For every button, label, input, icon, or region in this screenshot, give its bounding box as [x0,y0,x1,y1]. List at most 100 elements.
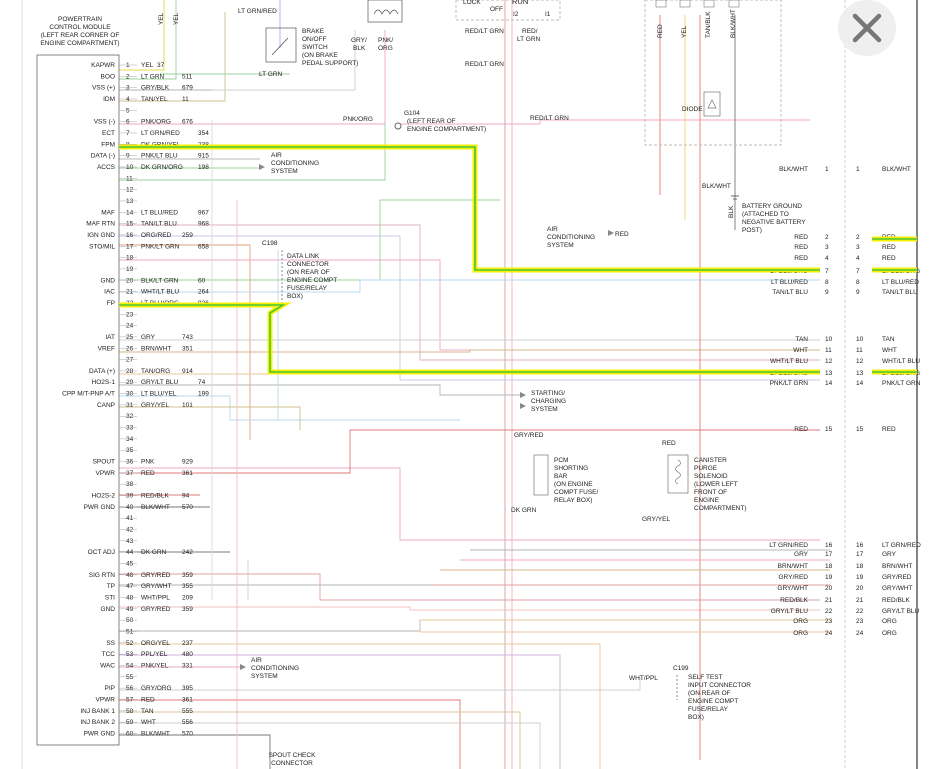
right-connector-pin-number: 4 [825,255,829,262]
highlight-wire-green [119,146,820,271]
pcm-pin-signal: SIG RTN [89,572,116,579]
pcm-pin-signal: KAPWR [91,62,115,69]
starting-charging-system-line: STARTING/ [531,390,565,397]
ac-system-2-line: CONDITIONING [547,234,595,241]
highlighted-wires [119,144,917,375]
pcm-pin-number: 55 [126,674,134,681]
far-connector-wire-label: GRY/RED [882,574,912,581]
shorting-bar-desc-line: BAR [554,473,568,480]
far-connector-wire-label: PNK/LT GRN [882,380,921,387]
wire [119,0,177,80]
pcm-pin-signal: TP [107,583,115,590]
pcm-module-box [36,54,120,746]
wire-label-red-lt-grn: RED/LT GRN [465,61,504,68]
far-connector-pin-number: 22 [856,608,864,615]
right-connector-wire-label: RED [794,234,808,241]
pcm-pin-number: 6 [126,119,130,126]
pcm-pin-signal: GND [101,606,116,613]
pcm-pin-number: 25 [126,334,134,341]
diode-label: DIODE [682,106,703,113]
far-connector-pin-number: 8 [856,279,860,286]
pcm-pin-number: 12 [126,187,134,194]
wire-label-lt-grn-red: LT GRN/RED [238,8,277,15]
pcm-pin-circuit: 511 [182,73,193,80]
pcm-pin-wire-color: YEL [141,62,154,69]
pcm-pin-circuit: 242 [182,549,193,556]
right-connector-wire-label: BLK/WHT [779,166,808,173]
pcm-pin-signal: VREF [98,345,115,352]
right-connector-pin-number: 2 [825,234,829,241]
pcm-pin-circuit: 914 [182,368,193,375]
pcm-pin-number: 33 [126,425,134,432]
ac-system-3-line: AIR [251,657,262,664]
diode-symbol [703,91,721,117]
ignition-run-label: RUN [512,0,528,6]
right-connector-pin-number: 10 [825,336,833,343]
canister-desc-line: SOLENOID [694,473,728,480]
pcm-pin-number: 40 [126,504,134,511]
pcm-pin-signal: VSS (+) [92,85,115,92]
pcm-pin-wire-color: GRY/WHT [141,583,172,590]
relay-coil [373,9,399,15]
pcm-pin-number: 2 [126,73,130,80]
wire-label-pnk-org: PNK/ORG [343,116,373,123]
ground-symbol-g104 [394,122,402,130]
pcm-pin-circuit: 395 [182,685,193,692]
far-connector-wire-label: BLK/WHT [882,166,911,173]
right-connector-pin-number: 16 [825,542,833,549]
pcm-pin-signal: DATA (-) [91,153,115,160]
pcm-pin-number: 10 [126,164,134,171]
canister-wire-bottom: GRY/YEL [642,516,670,523]
wire-network [21,0,918,769]
right-connector-pin-number: 7 [825,268,829,275]
pcm-pin-number: 58 [126,708,134,715]
pcm-pin-number: 27 [126,357,134,364]
pcm-pin-circuit: 967 [198,209,209,216]
pcm-pin-wire-color: DK GRN/ORG [141,164,183,171]
pcm-pin-circuit: 743 [182,334,193,341]
right-connector-pin-number: 3 [825,244,829,251]
pcm-pin-circuit: 929 [182,459,193,466]
right-connector-wire-label: TAN [795,336,808,343]
pcm-pin-circuit: 209 [182,595,193,602]
pcm-pin-number: 26 [126,345,134,352]
pcm-pin-signal: INJ BANK 1 [80,708,115,715]
pcm-pin-signal: STO/MIL [89,243,115,250]
g104-label: G104 [404,110,420,117]
pcm-pin-number: 43 [126,538,134,545]
right-connector-wire-label: TAN/LT BLU [772,289,808,296]
far-connector-pin-number: 12 [856,358,864,365]
far-connector-pin-number: 23 [856,618,864,625]
wire [400,119,810,125]
diode-box-pin [679,0,691,8]
shorting-bar-desc-line: SHORTING [554,465,588,472]
pcm-pin-signal: TCC [102,651,116,658]
shorting-bar-desc-line: COMPT FUSE/ [554,489,598,496]
pcm-pin-number: 21 [126,289,134,296]
far-connector-wire-label: GRY/WHT [882,585,913,592]
pcm-pin-signal: HO2S-2 [92,493,116,500]
pcm-pin-wire-color: RED/BLK [141,493,169,500]
highlight-wire-yellow [119,144,820,273]
pcm-pin-number: 29 [126,379,134,386]
c198-desc-line: BOX) [287,293,303,300]
ac-system-1-line: SYSTEM [271,168,298,175]
battery-ground-wire-label: BLK/WHT [702,183,731,190]
pcm-pin-wire-color: BLK/WHT [141,504,170,511]
c198-desc-line: CONNECTOR [287,261,329,268]
pcm-pin-wire-color: GRY/ORG [141,685,172,692]
pcm-pin-signal: CANP [97,402,115,409]
wire-label-red-lt-grn: RED/LT GRN [530,115,569,122]
pcm-pin-signal: PWR GND [84,504,116,511]
right-connector-wire-label: ORG [793,630,808,637]
far-connector-pin-number: 17 [856,551,864,558]
pcm-pin-number: 9 [126,153,130,160]
pcm-pin-number: 23 [126,311,134,318]
far-connector-wire-label: LT BLU/RED [882,279,919,286]
pcm-pin-signal: IAT [105,334,115,341]
close-button[interactable] [838,0,896,56]
brake-switch-desc-line: SWITCH [302,44,328,51]
ac-system-2-line: SYSTEM [547,242,574,249]
pcm-pin-number: 18 [126,255,134,262]
